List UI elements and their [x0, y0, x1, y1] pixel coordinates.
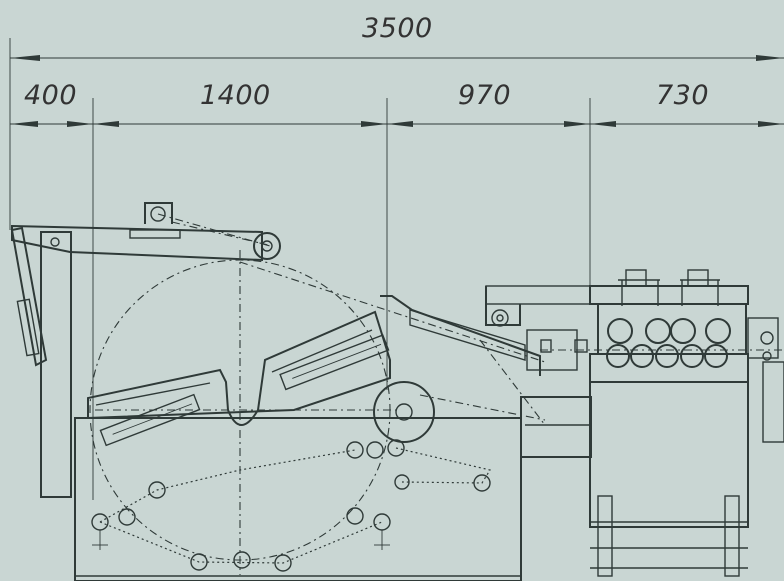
dimension-segment-1: 400 [24, 80, 77, 111]
dimension-segment-4: 730 [656, 80, 709, 111]
dimension-lines [9, 38, 784, 500]
dimension-overall: 3500 [362, 13, 433, 44]
connecting-block [485, 285, 592, 458]
dimension-segment-2: 1400 [200, 80, 271, 111]
straightener [540, 269, 784, 577]
decoiler [10, 202, 546, 581]
dimension-segment-3: 970 [458, 80, 511, 111]
